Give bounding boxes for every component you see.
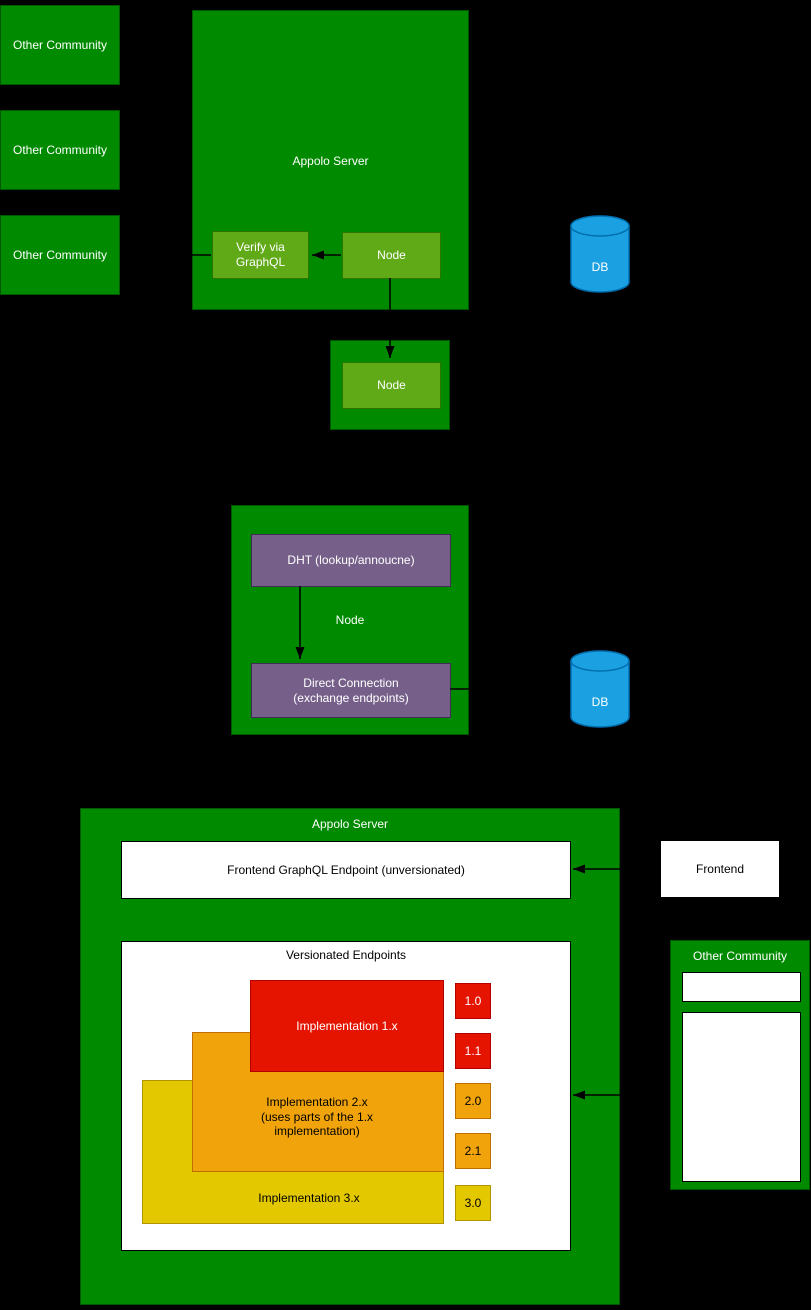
node-box-top: Node	[342, 232, 441, 279]
frontend-label: Frontend	[695, 861, 745, 876]
implementation-1x-box: Implementation 1.x	[250, 980, 444, 1072]
version-label: 1.1	[464, 1043, 482, 1058]
frontend-endpoint-label: Frontend GraphQL Endpoint (unversionated…	[227, 862, 465, 877]
implementation-2x-label: Implementation 2.x (uses parts of the 1.…	[260, 1095, 374, 1139]
db-cylinder-top: DB	[570, 215, 630, 293]
other-community-label: Other Community	[12, 37, 108, 52]
version-tag-2-0: 2.0	[455, 1083, 491, 1119]
verify-graphql-box: Verify via GraphQL	[212, 231, 309, 279]
node-label: Node	[377, 378, 406, 393]
other-community-box-1: Other Community	[0, 5, 120, 85]
version-label: 2.0	[464, 1093, 482, 1108]
version-label: 3.0	[464, 1195, 482, 1210]
implementation-3x-label: Implementation 3.x	[258, 1191, 360, 1205]
direct-connection-label: Direct Connection (exchange endpoints)	[293, 675, 409, 705]
other-community-item-box-small	[682, 972, 801, 1002]
db-label: DB	[591, 695, 609, 709]
p2p-group-box: DHT (lookup/annoucne) Node Direct Connec…	[231, 505, 469, 735]
frontend-box: Frontend	[660, 840, 780, 898]
node-label-mid: Node	[335, 613, 365, 627]
other-community-box-2: Other Community	[0, 110, 120, 190]
frontend-endpoint-box: Frontend GraphQL Endpoint (unversionated…	[121, 841, 571, 899]
database-cylinder-icon	[570, 215, 630, 293]
other-community-label: Other Community	[12, 247, 108, 262]
appolo-server-title: Appolo Server	[311, 817, 389, 831]
implementation-1x-label: Implementation 1.x	[296, 1018, 398, 1033]
other-community-bottom-box: Other Community	[670, 940, 810, 1190]
versionated-endpoints-box: Versionated Endpoints Implementation 1.x…	[121, 941, 571, 1251]
db-cylinder-bottom: DB	[570, 650, 630, 728]
node-outer-box: Node	[330, 340, 450, 430]
dht-box: DHT (lookup/annoucne)	[251, 534, 451, 587]
appolo-server-top-box: Appolo Server Verify via GraphQL Node	[192, 10, 469, 310]
other-community-box-3: Other Community	[0, 215, 120, 295]
version-tag-1-1: 1.1	[455, 1033, 491, 1069]
direct-connection-box: Direct Connection (exchange endpoints)	[251, 663, 451, 718]
dht-label: DHT (lookup/annoucne)	[287, 553, 415, 568]
verify-graphql-label: Verify via GraphQL	[235, 240, 286, 269]
versionated-endpoints-title: Versionated Endpoints	[285, 948, 407, 962]
other-community-title: Other Community	[692, 949, 788, 963]
db-label: DB	[591, 260, 609, 274]
other-community-item-box-large	[682, 1012, 801, 1182]
version-tag-2-1: 2.1	[455, 1133, 491, 1169]
other-community-label: Other Community	[12, 142, 108, 157]
appolo-server-bottom-box: Appolo Server Frontend GraphQL Endpoint …	[80, 808, 620, 1305]
version-tag-1-0: 1.0	[455, 983, 491, 1019]
version-tag-3-0: 3.0	[455, 1185, 491, 1221]
node-box-mid: Node	[342, 362, 441, 409]
appolo-server-title: Appolo Server	[292, 154, 369, 168]
version-label: 1.0	[464, 993, 482, 1008]
node-label: Node	[377, 248, 406, 263]
database-cylinder-icon	[570, 650, 630, 728]
version-label: 2.1	[464, 1143, 482, 1158]
